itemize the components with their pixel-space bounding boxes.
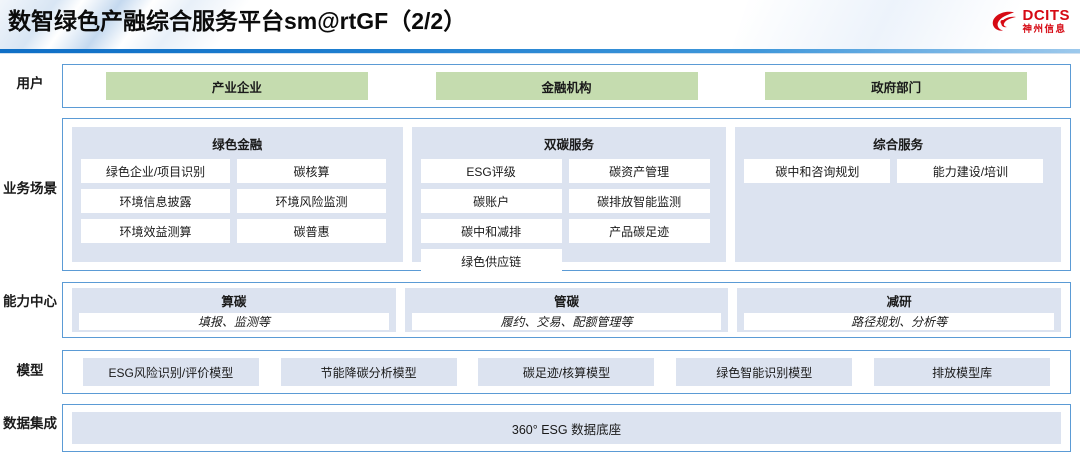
group-title: 绿色金融 xyxy=(212,138,263,152)
list-item[interactable]: 节能降碳分析模型 xyxy=(270,358,468,386)
list-item[interactable]: 产品碳足迹 xyxy=(568,219,710,243)
row-user: 产业企业 金融机构 政府部门 xyxy=(62,64,1071,108)
list-item[interactable]: 碳普惠 xyxy=(237,219,386,243)
page-title: 数智绿色产融综合服务平台sm@rtGF（2/2） xyxy=(8,8,467,34)
dcits-swirl-icon xyxy=(992,11,1016,31)
row-label-data: 数据集成 xyxy=(3,416,57,431)
group-detail[interactable]: 履约、交易、配额管理等 xyxy=(411,313,722,330)
data-foundation-box[interactable]: 360° ESG 数据底座 xyxy=(72,412,1061,444)
capability-group-3: 减研 路径规划、分析等 xyxy=(737,288,1062,332)
row-label-model: 模型 xyxy=(16,363,44,378)
list-item[interactable]: ESG风险识别/评价模型 xyxy=(72,358,270,386)
list-item[interactable]: 碳核算 xyxy=(237,159,386,183)
header-divider xyxy=(0,49,1080,53)
group-detail[interactable]: 填报、监测等 xyxy=(79,313,389,330)
list-item[interactable]: 碳资产管理 xyxy=(568,159,710,183)
model-box-2[interactable]: 节能降碳分析模型 xyxy=(280,358,457,386)
list-item[interactable]: ESG评级 xyxy=(420,159,562,183)
model-box-4[interactable]: 绿色智能识别模型 xyxy=(676,358,853,386)
list-item[interactable]: 能力建设/培训 xyxy=(897,159,1044,183)
row-label-user: 用户 xyxy=(16,76,44,91)
group-title: 算碳 xyxy=(221,295,247,309)
model-box-5[interactable]: 排放模型库 xyxy=(874,358,1051,386)
list-item[interactable]: 绿色供应链 xyxy=(420,249,562,273)
list-item[interactable]: 排放模型库 xyxy=(863,358,1061,386)
row-models: ESG风险识别/评价模型 节能降碳分析模型 碳足迹/核算模型 绿色智能识别模型 … xyxy=(62,350,1071,394)
business-group-green-finance: 绿色金融 绿色企业/项目识别 碳核算 环境信息披露 环境风险监测 环境效益测算 … xyxy=(72,127,403,262)
business-group-dual-carbon: 双碳服务 ESG评级 碳资产管理 碳账户 碳排放智能监测 碳中和减排 产品碳足迹… xyxy=(411,127,727,273)
list-item[interactable]: 绿色智能识别模型 xyxy=(665,358,863,386)
list-item[interactable]: 碳中和减排 xyxy=(420,219,562,243)
row-label-business: 业务场景 xyxy=(3,181,57,196)
list-item[interactable]: 政府部门 xyxy=(731,72,1061,100)
list-item[interactable]: 碳足迹/核算模型 xyxy=(468,358,666,386)
user-box-3[interactable]: 政府部门 xyxy=(765,72,1028,100)
row-business-scenarios: 绿色金融 绿色企业/项目识别 碳核算 环境信息披露 环境风险监测 环境效益测算 … xyxy=(62,118,1071,273)
group-title: 双碳服务 xyxy=(543,138,594,152)
capability-group-2: 管碳 履约、交易、配额管理等 xyxy=(404,288,729,332)
list-item[interactable]: 绿色企业/项目识别 xyxy=(81,159,230,183)
business-group-integrated-services: 综合服务 碳中和咨询规划 能力建设/培训 xyxy=(735,127,1061,262)
model-box-1[interactable]: ESG风险识别/评价模型 xyxy=(82,358,259,386)
user-box-1[interactable]: 产业企业 xyxy=(105,72,368,100)
model-box-3[interactable]: 碳足迹/核算模型 xyxy=(478,358,655,386)
list-item[interactable]: 产业企业 xyxy=(72,72,402,100)
list-item[interactable]: 碳账户 xyxy=(420,189,562,213)
group-title: 综合服务 xyxy=(873,138,924,152)
group-title: 管碳 xyxy=(554,295,580,309)
list-item[interactable]: 环境风险监测 xyxy=(237,189,386,213)
list-item[interactable]: 碳排放智能监测 xyxy=(568,189,710,213)
row-label-capability: 能力中心 xyxy=(3,294,57,309)
header-divider-thin xyxy=(0,53,1080,54)
user-box-2[interactable]: 金融机构 xyxy=(435,72,698,100)
group-title: 减研 xyxy=(886,295,912,309)
group-detail[interactable]: 路径规划、分析等 xyxy=(744,313,1055,330)
logo-text-en: DCITS xyxy=(1022,6,1070,24)
company-logo: DCITS 神州信息 xyxy=(991,6,1071,36)
row-data-integration: 360° ESG 数据底座 xyxy=(62,404,1071,452)
list-item[interactable]: 环境信息披露 xyxy=(81,189,230,213)
list-item[interactable]: 金融机构 xyxy=(402,72,732,100)
logo-text-cn: 神州信息 xyxy=(1022,23,1067,35)
capability-group-1: 算碳 填报、监测等 xyxy=(72,288,396,332)
list-item[interactable]: 碳中和咨询规划 xyxy=(744,159,891,183)
slide-header: 数智绿色产融综合服务平台sm@rtGF（2/2） xyxy=(0,0,1080,53)
row-capability-center: 算碳 填报、监测等 管碳 履约、交易、配额管理等 减研 路径规划、分析等 xyxy=(62,282,1071,338)
list-item[interactable]: 环境效益测算 xyxy=(81,219,230,243)
